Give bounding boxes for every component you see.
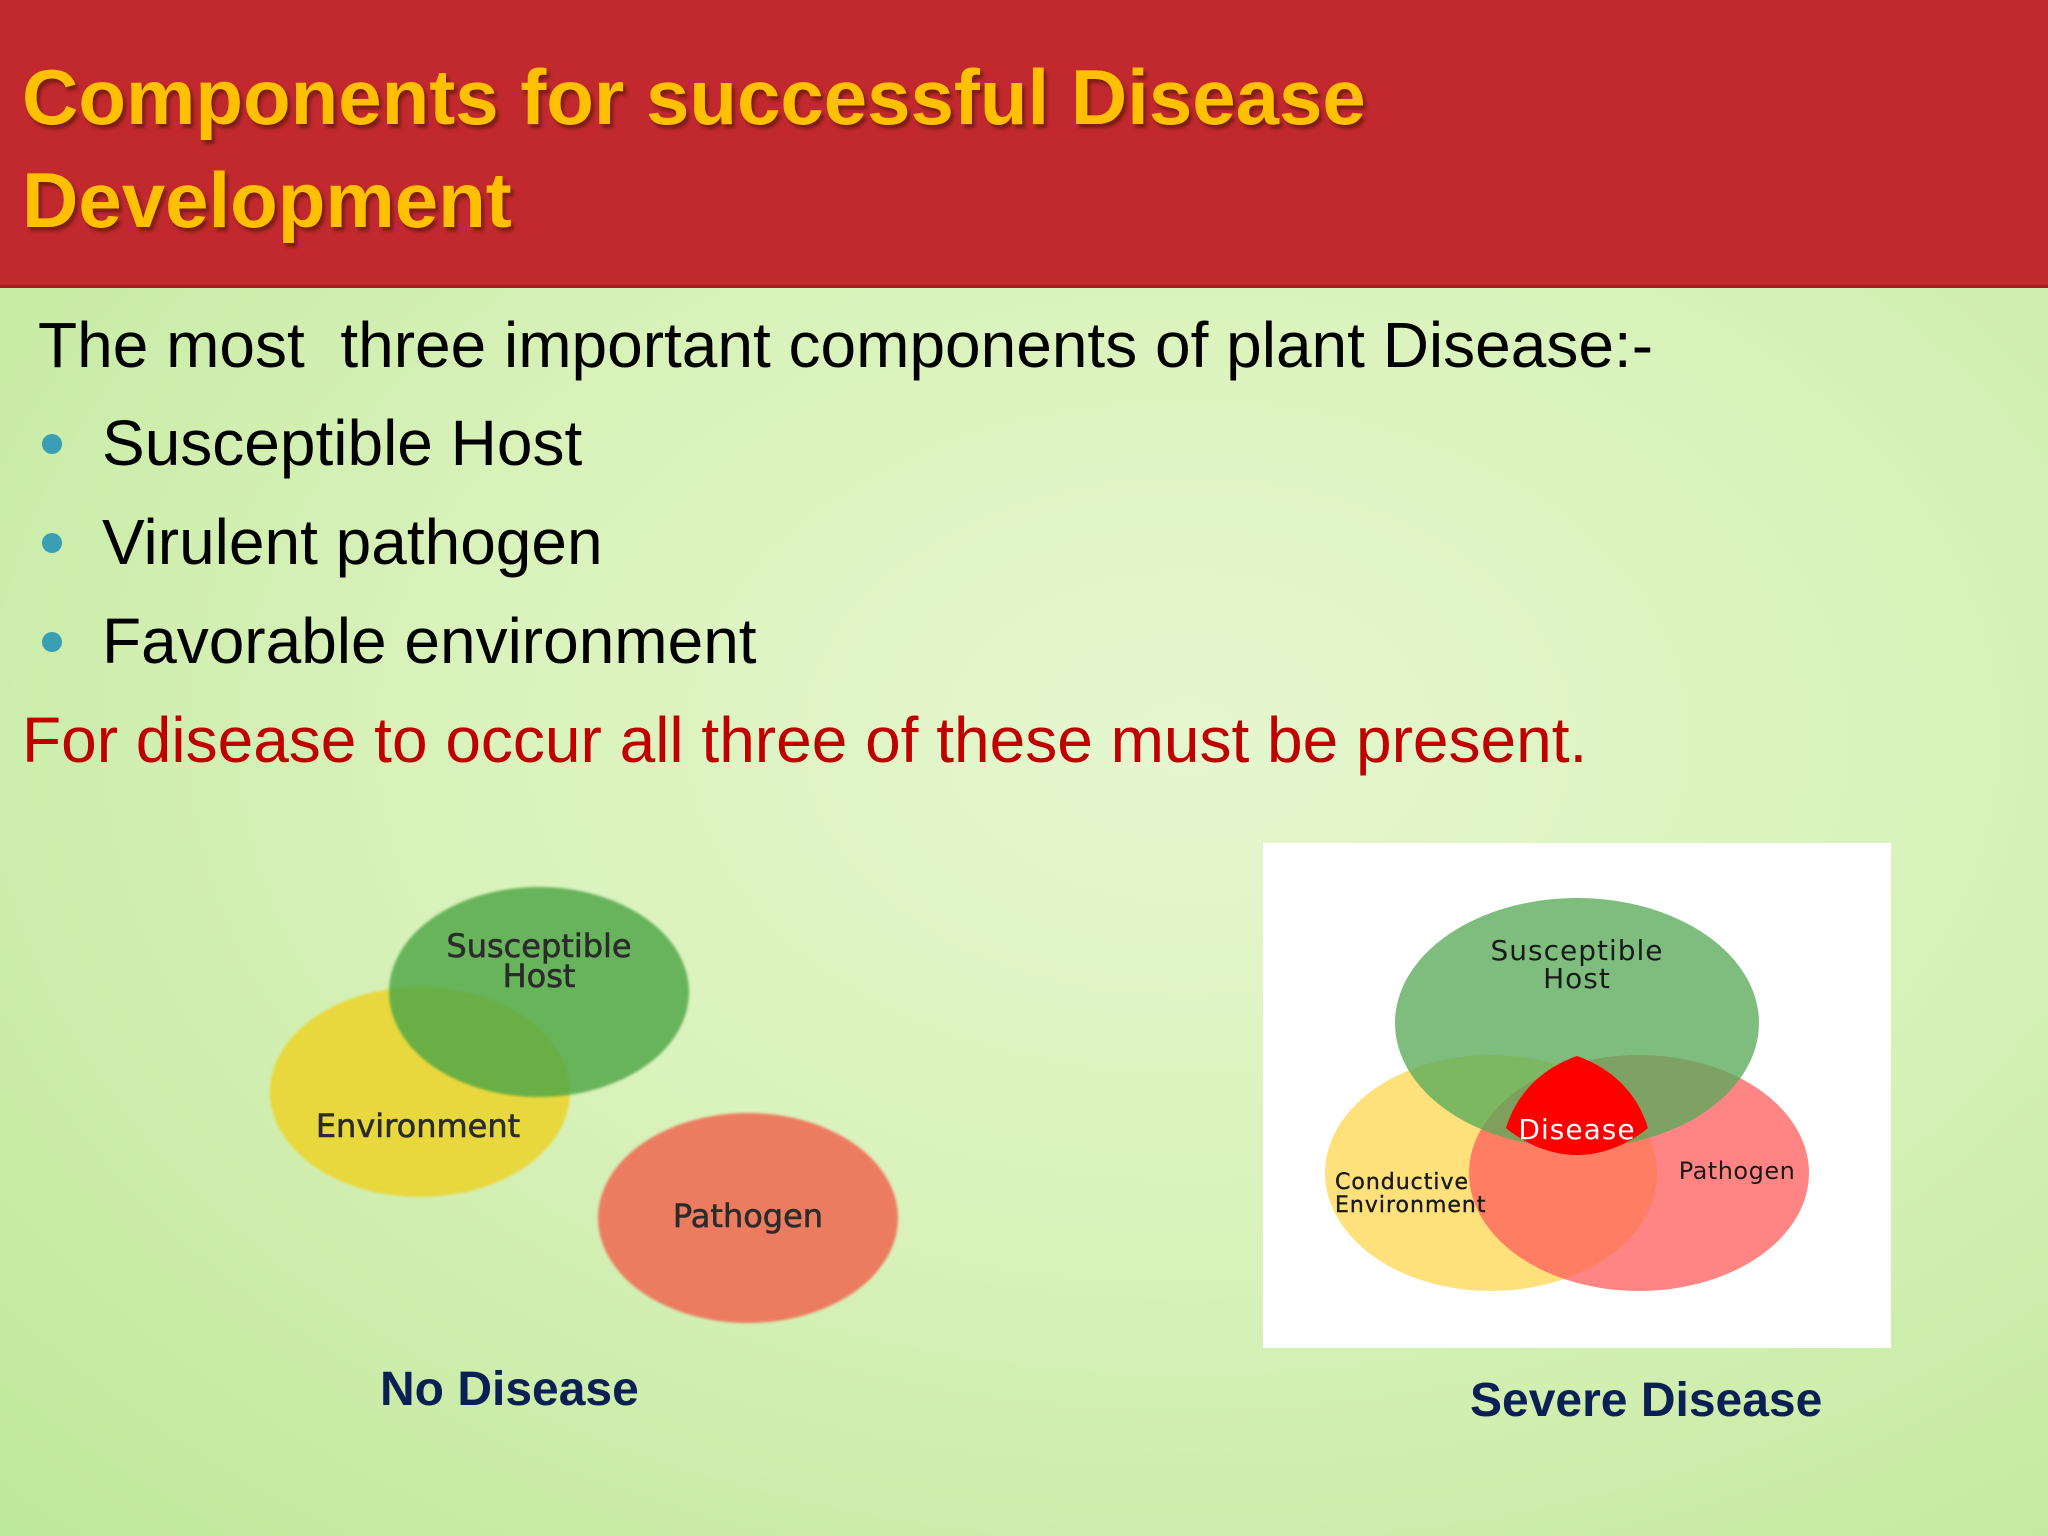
severe-disease-diagram: Susceptible Host Disease Conductive Envi… [1325, 898, 1809, 1291]
disease-intersection [1506, 1056, 1648, 1155]
bullet-dot-icon [42, 632, 62, 652]
no-disease-caption: No Disease [380, 1363, 639, 1416]
bullet-item-environment: Favorable environment [38, 598, 757, 697]
host-label-line2: Host [1543, 962, 1611, 995]
intro-text: The most three important components of p… [38, 309, 1653, 381]
bullet-list: Susceptible Host Virulent pathogen Favor… [38, 400, 757, 697]
host-circle [1395, 898, 1759, 1148]
environment-label-line2: Environment [1335, 1193, 1486, 1218]
environment-label: Environment [316, 1107, 520, 1145]
bullet-item-label: Susceptible Host [102, 407, 583, 479]
bullet-item-label: Favorable environment [102, 605, 757, 677]
requirement-note: For disease to occur all three of these … [22, 704, 1588, 776]
severe-disease-caption: Severe Disease [1470, 1374, 1823, 1427]
bullet-item-host: Susceptible Host [38, 400, 757, 499]
severe-disease-panel: Susceptible Host Disease Conductive Envi… [1263, 843, 1891, 1348]
bullet-item-pathogen: Virulent pathogen [38, 499, 757, 598]
slide-title-line1: Components for successful Disease [22, 53, 1366, 141]
bullet-dot-icon [42, 533, 62, 553]
bullet-item-label: Virulent pathogen [102, 506, 603, 578]
environment-label-line1: Conductive [1335, 1170, 1469, 1195]
pathogen-circle [598, 1113, 898, 1323]
slide-title-line2: Development [22, 156, 512, 244]
no-disease-diagram: Susceptible Host Environment Pathogen [270, 887, 898, 1323]
host-label-line2: Host [503, 957, 576, 995]
host-label-line1: Susceptible [446, 927, 631, 965]
bullet-dot-icon [42, 434, 62, 454]
host-label-line1: Susceptible [1490, 934, 1663, 967]
disease-label: Disease [1518, 1113, 1635, 1146]
pathogen-label: Pathogen [673, 1197, 823, 1235]
pathogen-label: Pathogen [1679, 1157, 1796, 1185]
host-circle [389, 887, 689, 1097]
